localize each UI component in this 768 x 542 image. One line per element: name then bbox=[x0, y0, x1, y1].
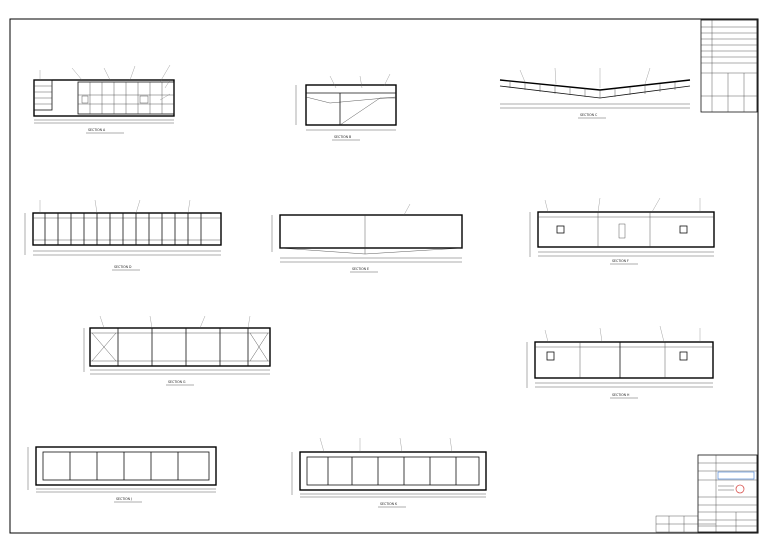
section-1-caption: SECTION A bbox=[88, 128, 106, 132]
section-view-10: SECTION K bbox=[291, 437, 487, 508]
revision-block bbox=[700, 19, 758, 113]
section-view-3: SECTION C bbox=[499, 67, 691, 119]
section-10-caption: SECTION K bbox=[380, 502, 398, 506]
section-view-6: SECTION F bbox=[529, 197, 715, 265]
section-view-5: SECTION E bbox=[271, 203, 463, 273]
section-view-2: SECTION B bbox=[295, 73, 397, 141]
section-8-caption: SECTION H bbox=[612, 393, 630, 397]
logo-icon bbox=[735, 484, 745, 494]
section-view-1: SECTION A bbox=[33, 64, 175, 134]
title-block bbox=[655, 454, 758, 533]
section-6-caption: SECTION F bbox=[612, 259, 629, 263]
section-7-caption: SECTION G bbox=[168, 380, 186, 384]
sheet-border bbox=[9, 18, 759, 534]
section-view-4: SECTION D bbox=[24, 199, 222, 271]
section-9-caption: SECTION J bbox=[116, 497, 132, 501]
section-view-7: SECTION G bbox=[83, 315, 271, 386]
section-2-caption: SECTION B bbox=[334, 135, 351, 139]
section-view-8: SECTION H bbox=[526, 325, 714, 399]
section-3-caption: SECTION C bbox=[580, 113, 598, 117]
section-5-caption: SECTION E bbox=[352, 267, 369, 271]
section-4-caption: SECTION D bbox=[114, 265, 132, 269]
section-view-9: SECTION J bbox=[27, 446, 217, 503]
